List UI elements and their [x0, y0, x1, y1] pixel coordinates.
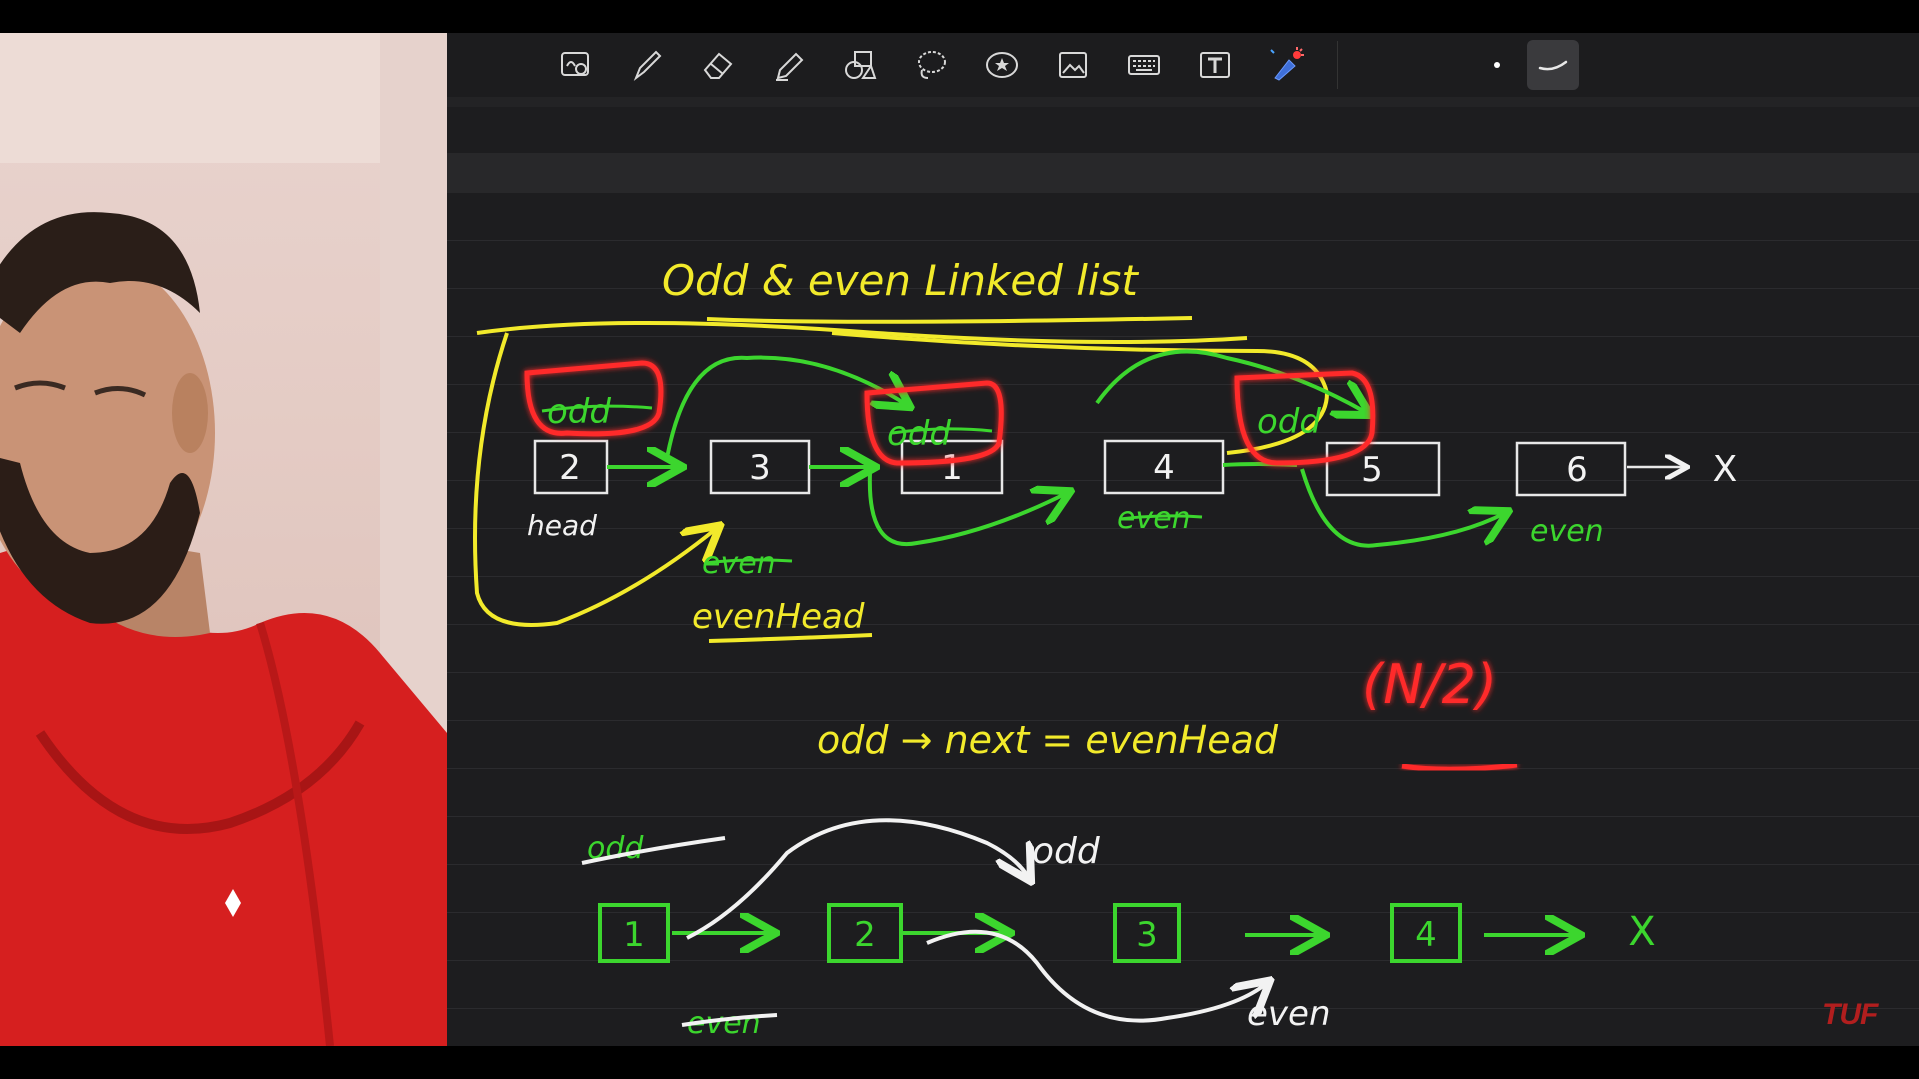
text-box-icon[interactable]	[1192, 43, 1238, 87]
even-next-curve	[926, 929, 1267, 1023]
strike-through	[891, 427, 993, 435]
odd-label: odd	[1257, 402, 1321, 442]
webcam-feed	[0, 33, 447, 1046]
green-even-link	[1300, 468, 1505, 548]
strike-through	[681, 1013, 778, 1027]
bottom-node-value: 2	[854, 915, 876, 955]
stroke-style-icon[interactable]	[1527, 40, 1579, 90]
dot-icon[interactable]	[1474, 43, 1520, 87]
eraser-icon[interactable]	[695, 43, 741, 87]
even-label: even	[1530, 514, 1604, 549]
yellow-evenhead-arrow	[473, 332, 717, 627]
odd-highlight-box	[864, 380, 1004, 466]
odd-highlight-box	[524, 360, 664, 437]
bottom-node-value: 1	[623, 915, 645, 955]
page-header-band	[447, 153, 1919, 193]
pen-icon[interactable]	[624, 43, 670, 87]
even-label-bottom: even	[1247, 994, 1331, 1034]
top-node-value: 1	[941, 448, 963, 488]
whiteboard-canvas[interactable]: Odd & even Linked list 2 3 1 4 5	[447, 33, 1919, 1046]
top-null-terminal: X	[1713, 449, 1738, 490]
green-even-link	[867, 472, 1067, 547]
bottom-node-box	[598, 903, 670, 963]
hoodie-logo-icon	[225, 889, 241, 917]
laser-pointer-icon[interactable]	[1263, 43, 1309, 87]
head-label: head	[527, 509, 597, 542]
bottom-node-box	[1390, 903, 1462, 963]
yellow-loop-right	[831, 331, 1330, 455]
bottom-node-box	[827, 903, 903, 963]
odd-label: odd	[547, 392, 611, 432]
strike-through	[581, 836, 726, 865]
strike-through	[704, 558, 793, 565]
top-node-value: 6	[1566, 450, 1588, 490]
board-title: Odd & even Linked list	[662, 256, 1139, 305]
top-node-value: 4	[1153, 448, 1175, 488]
ruled-lines	[447, 193, 1919, 1046]
letterbox-top	[0, 0, 1919, 33]
lasso-zoom-icon[interactable]	[553, 43, 599, 87]
bottom-node-value: 4	[1415, 915, 1437, 955]
top-node-box	[1515, 441, 1627, 497]
handwritten-diagram: Odd & even Linked list 2 3 1 4 5	[473, 256, 1738, 1041]
top-node-value: 5	[1361, 450, 1383, 490]
green-odd-link	[665, 355, 907, 459]
page-tab-strip	[447, 97, 1919, 107]
sticker-icon[interactable]	[979, 43, 1025, 87]
top-node-box	[1325, 441, 1441, 497]
tuf-watermark-logo: TUF	[1822, 998, 1878, 1031]
top-list	[533, 439, 1685, 497]
strike-through	[541, 404, 653, 413]
strike-through	[1119, 514, 1203, 521]
odd-label: odd	[887, 414, 951, 454]
odd-next-curve	[686, 818, 1029, 940]
toolbar-divider	[1337, 41, 1338, 89]
bottom-node-value: 3	[1136, 915, 1158, 955]
keyboard-icon[interactable]	[1121, 43, 1167, 87]
bottom-node-box	[1113, 903, 1181, 963]
pointer-assignment-note: odd → next = evenHead	[817, 718, 1279, 762]
yellow-odd-loop	[476, 321, 1248, 344]
complexity-note: (N/2)	[1362, 653, 1497, 716]
odd-label-bottom: odd	[1032, 831, 1101, 872]
lasso-icon[interactable]	[908, 43, 954, 87]
green-odd-link	[1095, 349, 1367, 413]
image-icon[interactable]	[1050, 43, 1096, 87]
odd-highlight-box	[1234, 370, 1376, 466]
top-node-value: 2	[559, 448, 581, 488]
highlighter-icon[interactable]	[766, 43, 812, 87]
top-node-value: 3	[749, 448, 771, 488]
drawing-toolbar	[447, 33, 1919, 97]
shapes-icon[interactable]	[837, 43, 883, 87]
top-node-box	[1103, 439, 1225, 495]
even-head-label: evenHead	[692, 597, 865, 637]
top-node-box	[900, 439, 1004, 495]
bottom-null-terminal: X	[1628, 909, 1655, 955]
letterbox-bottom	[0, 1046, 1919, 1079]
title-underline	[706, 316, 1193, 324]
presenter-image	[0, 33, 447, 1046]
